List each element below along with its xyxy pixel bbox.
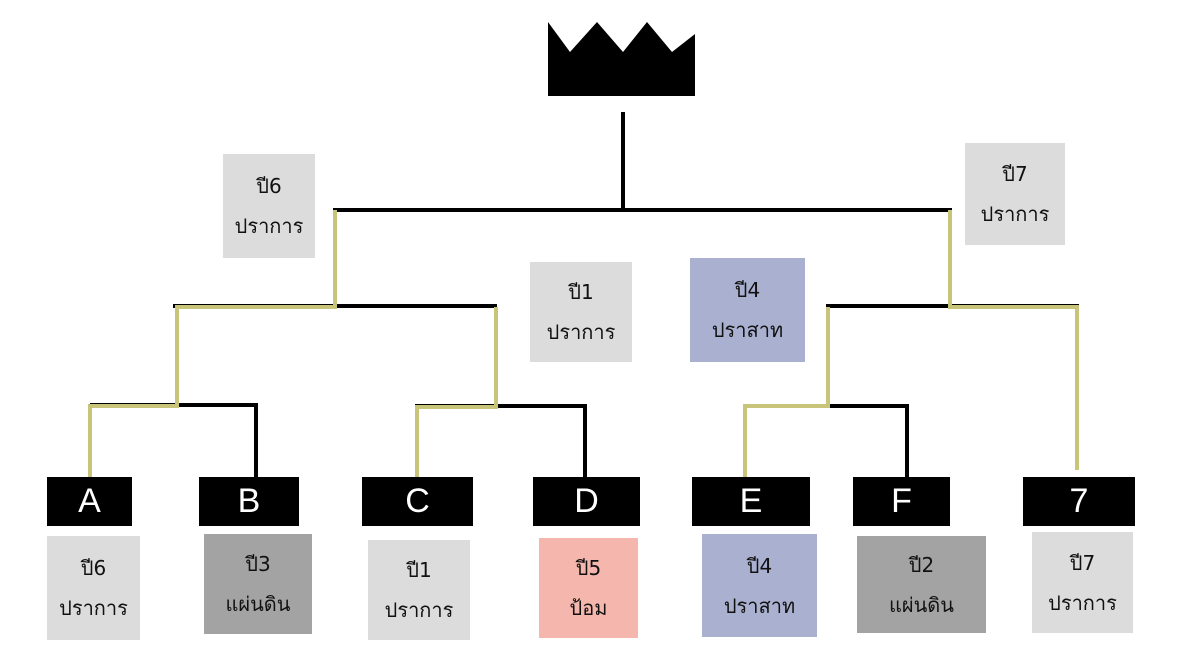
card-text: ปราการ — [59, 596, 128, 620]
team-label: C — [405, 482, 430, 520]
team-label: F — [891, 482, 912, 520]
card-year: ปี4 — [746, 553, 773, 578]
team-label: E — [739, 482, 763, 520]
card-text: ป้อม — [569, 596, 608, 620]
crown-icon — [548, 22, 695, 96]
team-7-card: ปี7 ปราการ — [1032, 532, 1133, 633]
team-label: 7 — [1069, 482, 1089, 520]
team-box-e: E — [692, 477, 810, 526]
card-text: ปราการ — [1048, 590, 1117, 615]
card-year: ปี5 — [575, 556, 602, 580]
semi-right-card: ปี7 ปราการ — [965, 143, 1065, 245]
quarter-left-card: ปี1 ปราการ — [530, 262, 632, 362]
team-d-card: ปี5 ป้อม — [539, 538, 638, 638]
card-text: ปราสาท — [723, 593, 796, 618]
card-text: ปราการ — [234, 214, 304, 238]
team-a-card: ปี6 ปราการ — [47, 536, 140, 640]
card-year: ปี7 — [1002, 162, 1028, 186]
card-year: ปี6 — [256, 174, 282, 198]
team-box-c: C — [362, 477, 473, 526]
team-box-a: A — [47, 477, 132, 526]
card-text: ปราการ — [384, 598, 454, 622]
team-box-7: 7 — [1023, 477, 1135, 526]
team-b-card: ปี3 แผ่นดิน — [204, 534, 312, 634]
card-year: ปี7 — [1069, 550, 1096, 575]
card-text: แผ่นดิน — [889, 592, 954, 617]
quarter-right-card: ปี4 ปราสาท — [690, 258, 805, 362]
team-box-b: B — [199, 477, 299, 526]
team-c-card: ปี1 ปราการ — [368, 540, 470, 640]
path-team-e-line — [743, 307, 830, 477]
card-year: ปี1 — [406, 558, 432, 582]
path-team-7-line — [948, 210, 1079, 470]
team-label: A — [78, 482, 101, 520]
card-year: ปี4 — [734, 278, 761, 302]
team-label: D — [574, 482, 599, 520]
path-team-c-line — [415, 307, 498, 477]
team-label: B — [237, 482, 261, 520]
team-f-card: ปี2 แผ่นดิน — [857, 536, 986, 633]
card-text: ปราการ — [546, 320, 616, 344]
card-year: ปี3 — [245, 552, 271, 576]
team-e-card: ปี4 ปราสาท — [702, 534, 817, 637]
semi-left-card: ปี6 ปราการ — [223, 154, 315, 258]
path-team-a-line — [88, 210, 337, 477]
team-box-d: D — [533, 477, 640, 526]
card-text: ปราการ — [980, 202, 1050, 226]
card-year: ปี2 — [908, 552, 935, 577]
card-year: ปี1 — [568, 280, 594, 304]
card-year: ปี6 — [80, 556, 107, 580]
card-text: แผ่นดิน — [225, 592, 291, 616]
card-text: ปราสาท — [711, 318, 784, 342]
team-box-f: F — [853, 477, 950, 526]
